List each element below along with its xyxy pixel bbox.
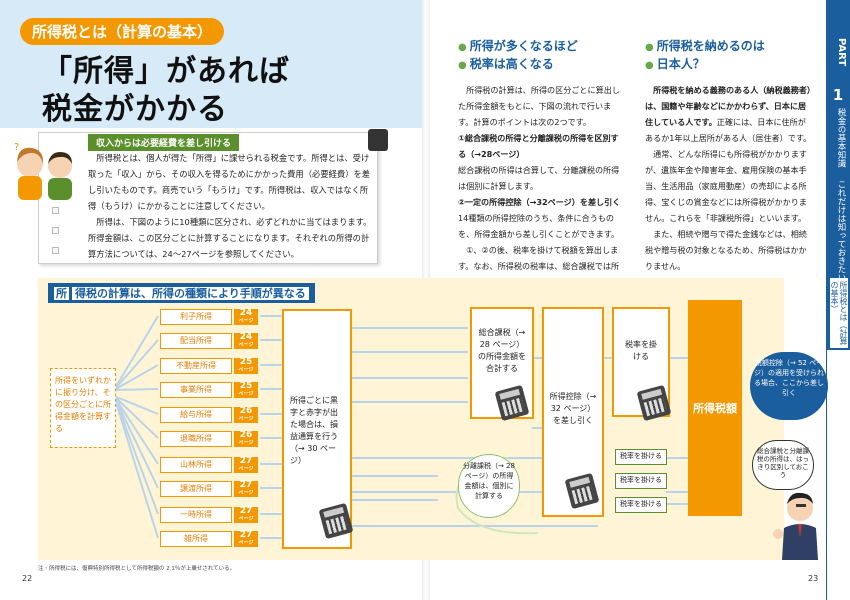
bullet-dot-icon: ● (645, 42, 654, 53)
intro-paragraph-1: 所得税とは、個人が得た「所得」に課せられる税金です。所得とは、受け取った「収入」… (88, 153, 371, 211)
page-ref-suffix: ページ (238, 540, 254, 546)
tax-credit-callout: 税額控除（→ 52 ページ）の適用を受けられる場合、ここから差し引く (750, 352, 828, 420)
page-ref-suffix: ページ (238, 516, 254, 522)
income-type-box: 雑所得 (160, 531, 232, 547)
page-ref-number: 27 (239, 530, 253, 540)
column-2-title: ●所得税を納めるのは ●日本人？ (645, 39, 765, 71)
page-ref-suffix: ページ (238, 318, 254, 324)
section-badge: 所得税とは（計算の基本） (20, 18, 225, 45)
column-2: ●所得税を納めるのは ●日本人？ 所得税を納める義務のある人（納税義務者）は、国… (645, 38, 815, 274)
income-type-box: 山林所得 (160, 457, 232, 473)
speech-bubble: 総合課税と分離課税の所得は、はっきり区別しておこう (752, 440, 814, 490)
binder-clip-icon (368, 129, 388, 151)
side-part-number: 1 (832, 86, 844, 104)
income-type-box: 一時所得 (160, 507, 232, 523)
page-ref-number: 26 (239, 430, 253, 440)
page-ref-number: 24 (239, 332, 253, 342)
rate-box-2: 税率を掛ける (615, 473, 667, 489)
checkbox-decoration (52, 247, 59, 254)
svg-text:?: ? (14, 142, 19, 153)
page-ref-number: 27 (239, 456, 253, 466)
page-ref-suffix: ページ (238, 440, 254, 446)
intro-paragraph-2: 所得は、下図のように10種類に区分され、必ずどれかに当てはまります。所得金額は、… (88, 217, 372, 259)
intro-note-card (38, 132, 378, 264)
page-ref-number: 24 (239, 308, 253, 318)
page-ref-suffix: ページ (238, 391, 254, 397)
side-label-1: 税金の基本知識 (836, 108, 846, 168)
page-ref-number: 27 (239, 480, 253, 490)
intro-text: 所得税とは、個人が得た「所得」に課せられる税金です。所得とは、受け取った「収入」… (88, 150, 373, 262)
page-ref-suffix: ページ (238, 342, 254, 348)
income-tax-amount-box: 所得税額 (688, 300, 742, 516)
income-type-box: 譲渡所得 (160, 481, 232, 497)
page-ref-number: 25 (239, 357, 253, 367)
income-type-box: 事業所得 (160, 382, 232, 398)
page-ref-number: 25 (239, 381, 253, 391)
page-ref-number: 26 (239, 406, 253, 416)
page-number-left: 22 (22, 574, 33, 583)
income-type-box: 不動産所得 (160, 358, 232, 374)
side-part-label: PART (836, 38, 847, 67)
column-1-title: ●所得が多くなるほど ●税率は高くなる (458, 39, 578, 71)
checkbox-decoration (52, 207, 59, 214)
bullet-dot-icon: ● (458, 42, 467, 53)
page-ref-number: 27 (239, 506, 253, 516)
businessman-illustration-icon (773, 492, 818, 560)
flow-arrows (113, 315, 688, 539)
intro-heading: 収入からは必要経費を差し引ける (88, 134, 240, 151)
couple-illustration-icon: ? (14, 142, 72, 200)
bullet-dot-icon: ● (458, 60, 467, 71)
income-type-box: 配当所得 (160, 333, 232, 349)
page-ref-suffix: ページ (238, 367, 254, 373)
page-ref-suffix: ページ (238, 490, 254, 496)
page-ref-suffix: ページ (238, 466, 254, 472)
column-2-body: 所得税を納める義務のある人（納税義務者）は、国籍や年齢などにかかわらず、日本に居… (645, 85, 812, 271)
loss-offset-box: 所得ごとに黒字と赤字が出た場合は、損益通算を行う（→ 30 ページ） (282, 309, 352, 549)
page-ref-suffix: ページ (238, 416, 254, 422)
footnote: 注・所得税には、復興特別所得税として所得税額の 2.1％が上乗せされている。 (38, 566, 236, 572)
separate-tax-note: 分離課税（→ 28 ページ）の所得金額は、個別に計算する (458, 454, 520, 518)
column-1-body: 所得税の計算は、所得の区分ごとに算出した所得金額をもとに、下図の流れで行います。… (458, 85, 621, 287)
page-title-line1: 「所得」があれば (42, 54, 290, 89)
rate-box-1: 税率を掛ける (615, 449, 667, 465)
income-type-box: 利子所得 (160, 309, 232, 325)
checkbox-decoration (52, 227, 59, 234)
bullet-dot-icon: ● (645, 60, 654, 71)
side-label-2: これだけは知っておきたい (836, 180, 846, 282)
rate-box-3: 税率を掛ける (615, 497, 667, 513)
classification-box: 所得をいずれかに振り分け、その区分ごとに所得金額を計算する (50, 368, 116, 448)
column-1: ●所得が多くなるほど ●税率は高くなる 所得税の計算は、所得の区分ごとに算出した… (458, 38, 628, 290)
diagram-title: 所得税の計算は、所得の種類により手順が異なる (48, 283, 315, 303)
income-type-box: 退職所得 (160, 431, 232, 447)
income-type-box: 給与所得 (160, 407, 232, 423)
page-number-right: 23 (808, 574, 819, 583)
side-label-3: 所得税とは（計算の基本） (830, 278, 848, 348)
page-title-line2: 税金がかかる (42, 92, 228, 127)
